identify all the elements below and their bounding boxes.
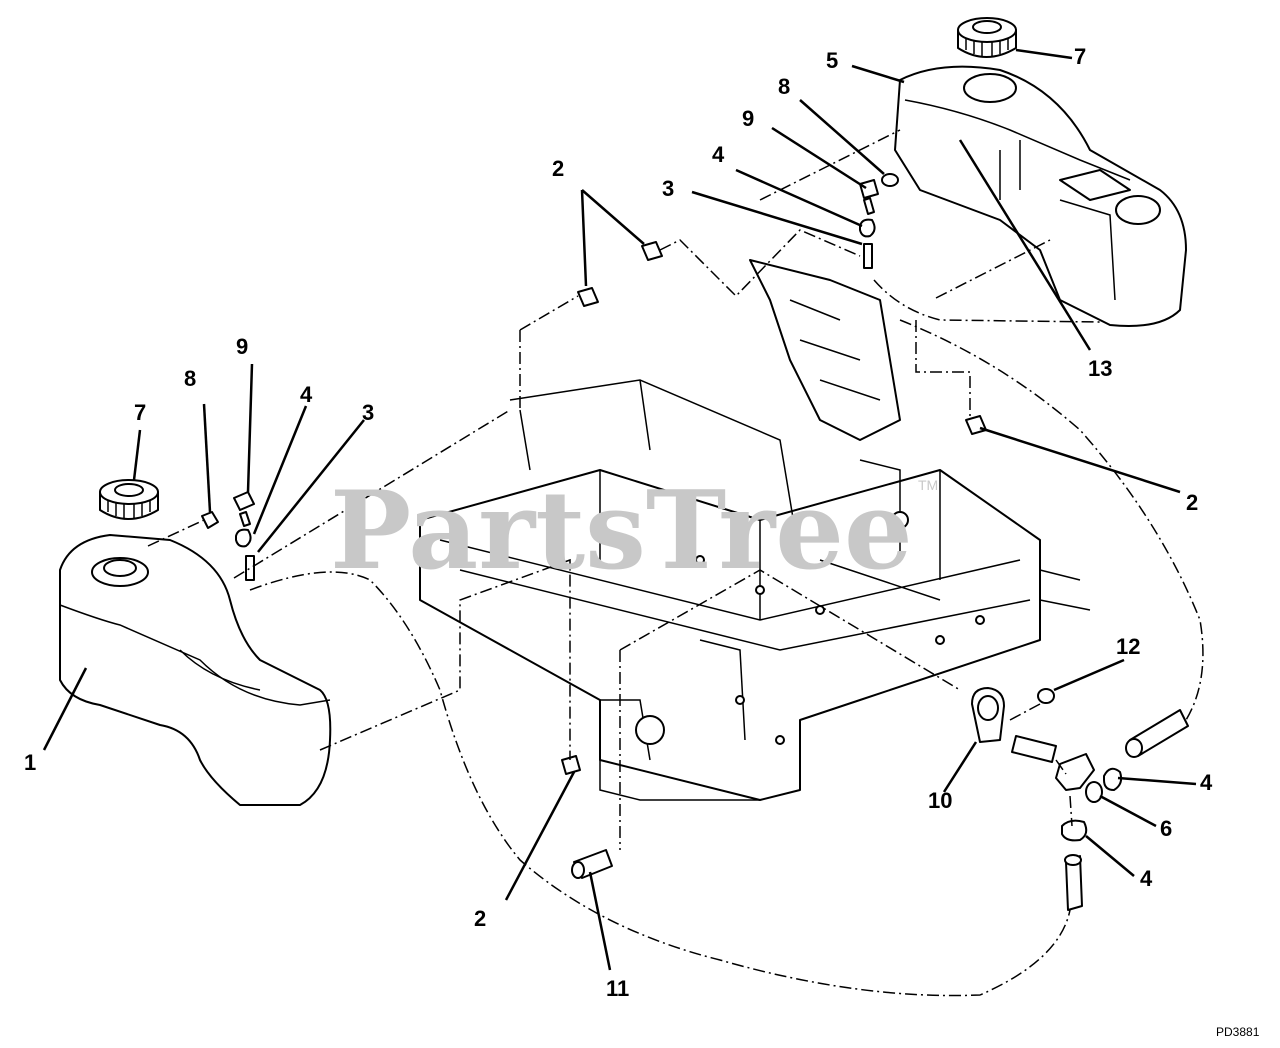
- left-fuel-tank: [59, 534, 332, 806]
- fuel-valve-assembly: [971, 687, 1189, 911]
- callout-3: 3: [362, 400, 374, 425]
- bolts: [561, 241, 987, 879]
- callout-7: 7: [134, 400, 146, 425]
- callout-3: 3: [662, 176, 674, 201]
- callout-12: 12: [1116, 634, 1140, 659]
- callout-8: 8: [184, 366, 196, 391]
- watermark-trademark: TM: [918, 477, 938, 493]
- left-fuel-cap: [99, 479, 159, 520]
- callout-11: 11: [606, 976, 629, 1001]
- left-fittings: [201, 491, 255, 581]
- callout-6: 6: [1160, 816, 1172, 841]
- drawing-code: PD3881: [1216, 1025, 1260, 1039]
- right-fuel-tank: [894, 65, 1187, 327]
- callout-2: 2: [1186, 490, 1198, 515]
- watermark-text: PartsTree: [330, 468, 913, 594]
- callout-2: 2: [474, 906, 486, 931]
- callout-4: 4: [712, 142, 725, 167]
- callout-9: 9: [742, 106, 754, 131]
- callout-7: 7: [1074, 44, 1086, 69]
- callout-4: 4: [300, 382, 313, 407]
- callout-4: 4: [1200, 770, 1213, 795]
- callout-1: 1: [24, 750, 36, 775]
- leader-lines: [42, 48, 1197, 971]
- callout-5: 5: [826, 48, 838, 73]
- callout-4: 4: [1140, 866, 1153, 891]
- chassis-frame: [419, 259, 1091, 801]
- callout-13: 13: [1088, 356, 1112, 381]
- callout-9: 9: [236, 334, 248, 359]
- callout-2: 2: [552, 156, 564, 181]
- watermark: PartsTree TM: [330, 468, 938, 594]
- right-fittings: [859, 173, 899, 269]
- callout-8: 8: [778, 74, 790, 99]
- callout-labels: 1 2 2 2 11 7 8 9 4 3 7 5 8 9 4 3 13 12 1…: [24, 44, 1213, 1001]
- assembly-centerlines: [147, 129, 1204, 997]
- callout-10: 10: [928, 788, 952, 813]
- right-fuel-cap: [957, 17, 1017, 103]
